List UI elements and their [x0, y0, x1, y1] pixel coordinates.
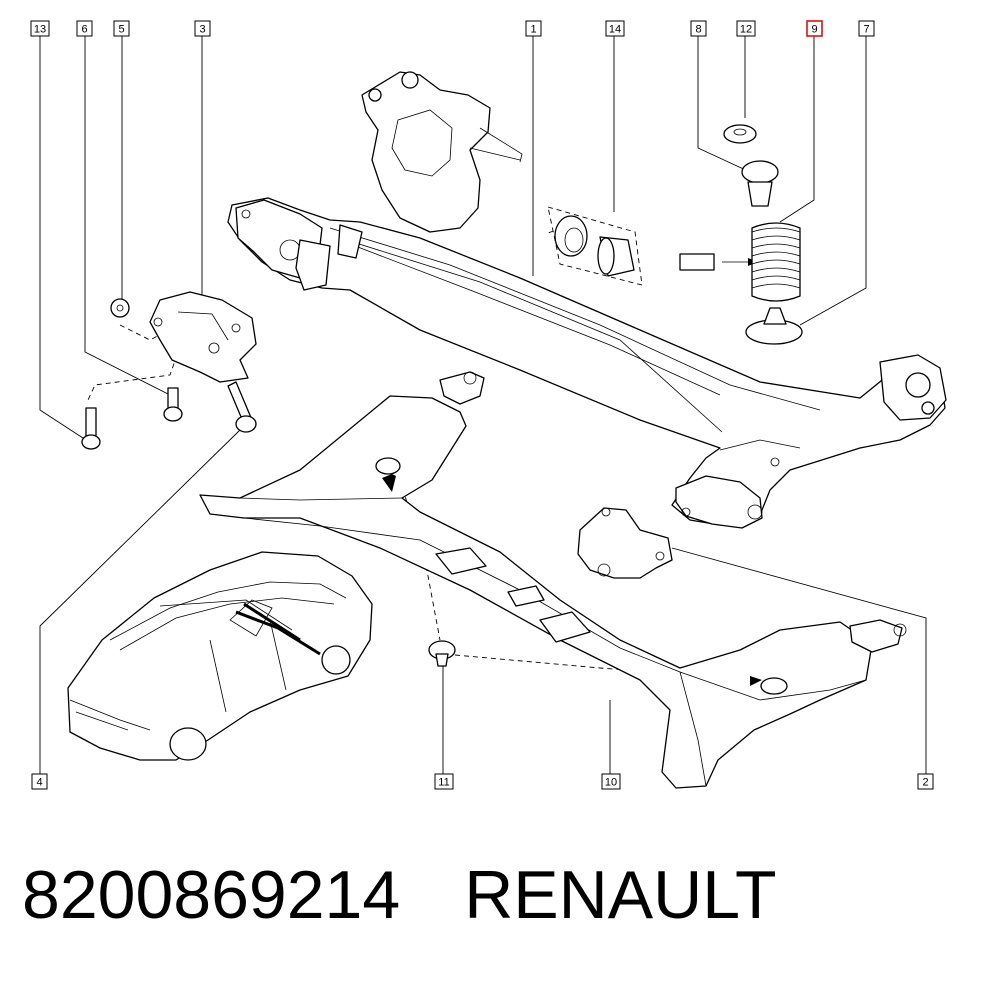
part-caption: 8200869214 RENAULT [22, 856, 777, 934]
axle-bushings [547, 206, 758, 286]
callout-number-12: 12 [740, 24, 752, 36]
callout-9: 9 [806, 20, 823, 37]
callout-box-14 [605, 20, 625, 37]
callout-box-7 [858, 20, 875, 37]
callout-box-9 [806, 20, 823, 37]
callout-7: 7 [858, 20, 875, 37]
coil-spring [751, 222, 801, 302]
leader-lines [39, 36, 927, 775]
callout-number-5: 5 [118, 24, 124, 36]
callout-box-12 [736, 20, 756, 37]
part-number: 8200869214 [22, 857, 401, 933]
callout-box-2 [917, 773, 934, 790]
callout-box-1 [525, 20, 542, 37]
callout-6: 6 [76, 20, 93, 37]
callout-3: 3 [194, 20, 211, 37]
callout-box-11 [434, 773, 454, 790]
callout-1: 1 [525, 20, 542, 37]
callout-box-5 [113, 20, 130, 37]
callout-14: 14 [605, 20, 625, 37]
callout-box-3 [194, 20, 211, 37]
push-clip [428, 640, 456, 667]
callout-number-7: 7 [863, 24, 869, 36]
callout-box-4 [31, 773, 48, 790]
callout-12: 12 [736, 20, 756, 37]
callout-number-1: 1 [530, 24, 536, 36]
callout-number-4: 4 [36, 777, 42, 789]
vehicle-locator-illustration [67, 551, 373, 761]
callout-number-13: 13 [34, 24, 46, 36]
callout-box-13 [30, 20, 50, 37]
callout-number-10: 10 [605, 777, 617, 789]
callout-box-6 [76, 20, 93, 37]
callout-number-14: 14 [609, 24, 621, 36]
callout-2: 2 [917, 773, 934, 790]
callout-number-2: 2 [922, 777, 928, 789]
mounting-bracket-left [81, 291, 257, 450]
cross-member-shield [199, 371, 907, 789]
mounting-bracket-right [577, 507, 673, 579]
spring-assembly [723, 124, 803, 345]
rear-axle-beam [227, 71, 947, 529]
callout-4: 4 [31, 773, 48, 790]
callout-box-10 [601, 773, 621, 790]
callout-number-9: 9 [811, 24, 817, 36]
callout-number-11: 11 [438, 777, 449, 789]
callout-number-6: 6 [81, 24, 87, 36]
callout-13: 13 [30, 20, 50, 37]
callout-labels: 13 6 5 3 1 14 8 12 9 7 4 11 10 2 [30, 20, 934, 790]
callout-11: 11 [434, 773, 454, 790]
brand-name: RENAULT [464, 857, 777, 933]
callout-box-8 [690, 20, 707, 37]
callout-number-8: 8 [695, 24, 701, 36]
callout-number-3: 3 [199, 24, 205, 36]
callout-5: 5 [113, 20, 130, 37]
callout-8: 8 [690, 20, 707, 37]
callout-10: 10 [601, 773, 621, 790]
